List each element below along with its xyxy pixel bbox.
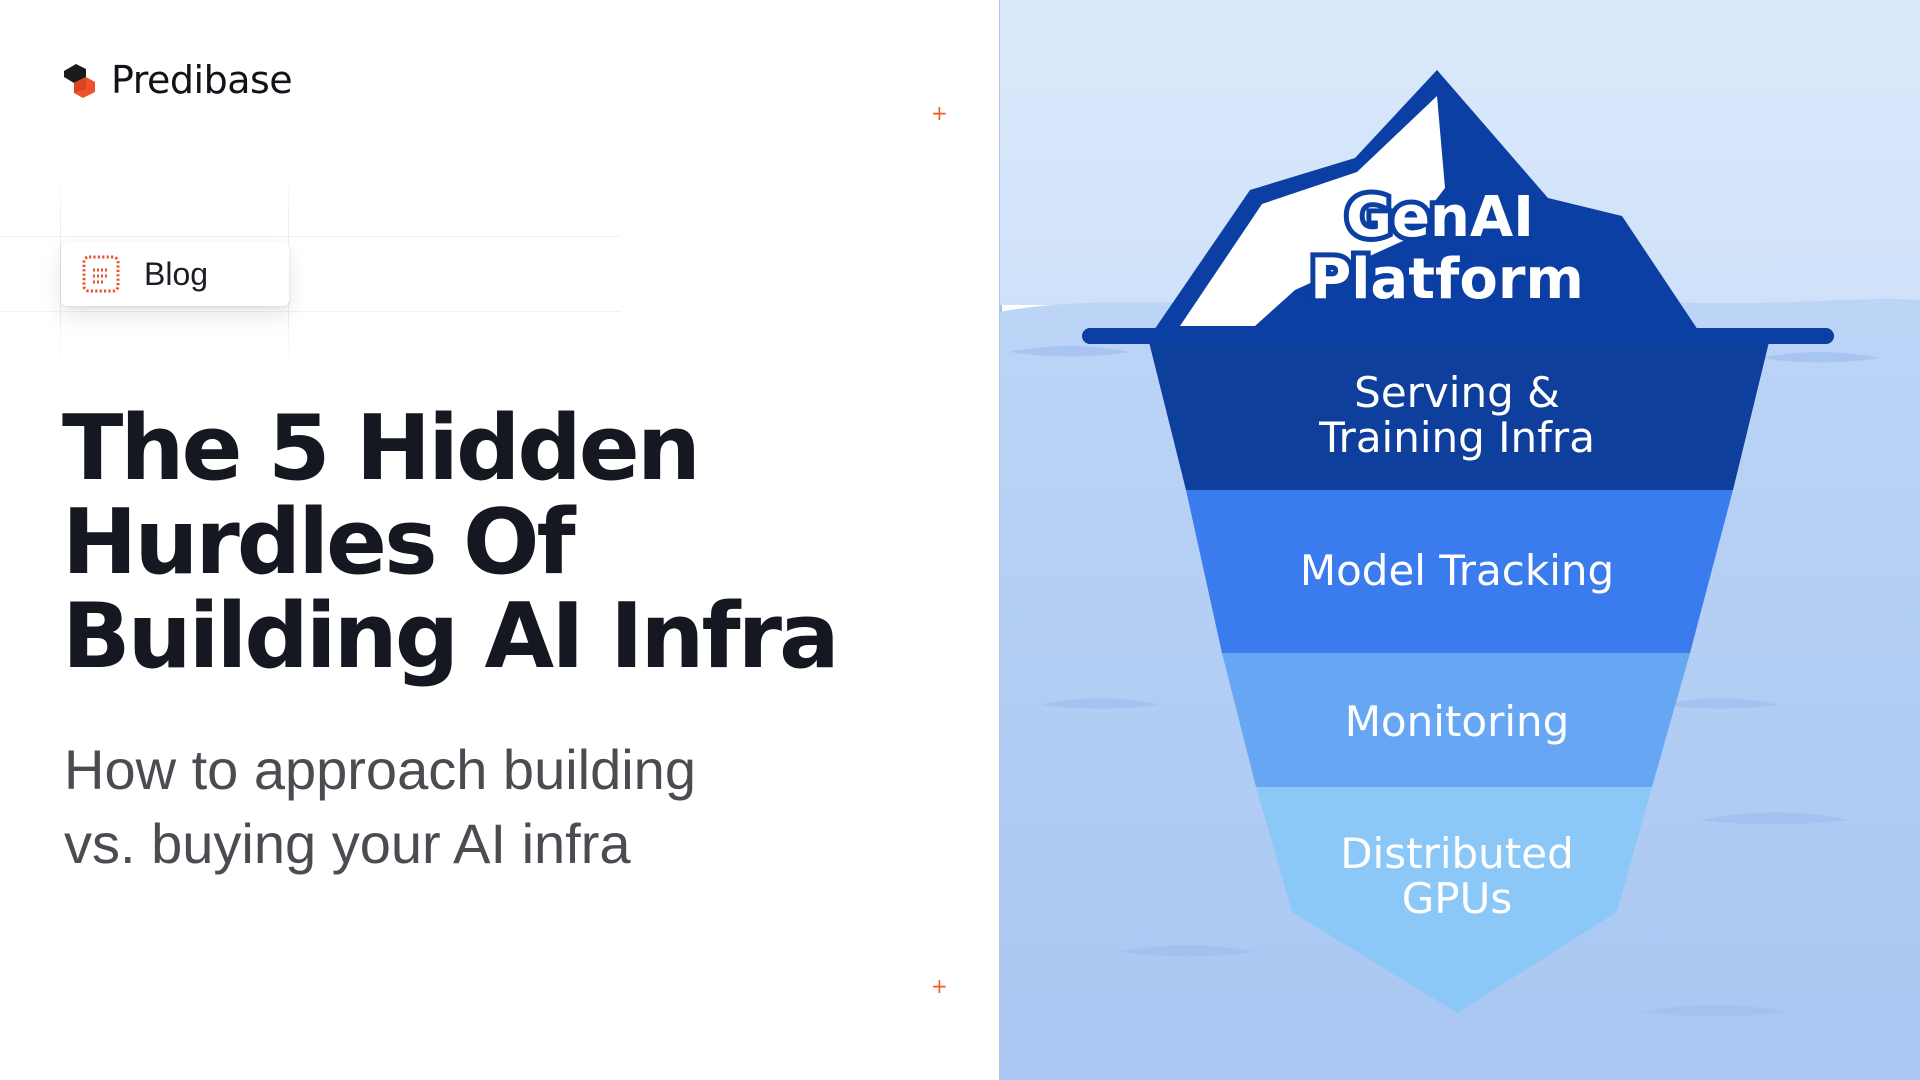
water-waves [1010, 346, 1880, 1017]
headline: The 5 Hidden Hurdles Of Building AI Infr… [62, 402, 922, 684]
layer-3-label: Monitoring [1345, 697, 1570, 746]
brand[interactable]: Predibase [60, 58, 293, 102]
wave [1760, 352, 1880, 363]
subheading: How to approach building vs. buying your… [64, 733, 924, 881]
tip-title: GenAI Platform [1305, 180, 1589, 317]
tip-title-line: GenAI [1346, 185, 1534, 250]
wave [1120, 945, 1255, 957]
headline-line: Building AI Infra [62, 584, 840, 689]
layer-1-label: Training Infra [1318, 413, 1595, 462]
headline-line: Hurdles Of [62, 490, 576, 595]
category-tag[interactable]: Blog [61, 242, 289, 306]
content-panel: Predibase + + Blog The 5 Hidden Hurdles … [0, 58, 948, 998]
plus-marker-top: + [931, 101, 948, 125]
wave [1700, 812, 1850, 825]
tag-label: Blog [144, 256, 209, 292]
wave [1010, 346, 1130, 357]
predibase-logo-icon [64, 64, 95, 98]
iceberg-layer-4 [1256, 787, 1652, 1013]
brand-name: Predibase [111, 58, 293, 102]
layer-2-label: Model Tracking [1300, 546, 1614, 595]
layer-4-label: GPUs [1402, 874, 1513, 923]
iceberg-layer-2 [1186, 490, 1733, 653]
layer-1-label: Serving & [1354, 368, 1560, 417]
plus-marker-bottom: + [931, 974, 948, 998]
wave [1040, 698, 1160, 709]
waterline-bar [1082, 328, 1834, 344]
wave [1660, 698, 1780, 709]
subheading-line: vs. buying your AI infra [64, 812, 631, 875]
illustration-panel: GenAI Platform Serving & Training Infra … [1000, 0, 1920, 1080]
layer-4-label: Distributed [1340, 829, 1574, 878]
guide-line-left [60, 170, 61, 370]
iceberg-layer-1 [1148, 338, 1770, 490]
blog-icon [82, 255, 120, 293]
layer-labels: Serving & Training Infra Model Tracking … [1300, 368, 1614, 923]
iceberg-illustration: GenAI Platform Serving & Training Infra … [1000, 0, 1920, 1080]
guide-line-bottom [0, 311, 620, 312]
guide-line-top [0, 236, 620, 237]
iceberg-tip-highlight [1180, 96, 1445, 326]
headline-line: The 5 Hidden [62, 396, 701, 501]
iceberg-layer-3 [1222, 653, 1690, 787]
tip-title-line: Platform [1310, 247, 1584, 312]
subheading-line: How to approach building [64, 738, 696, 801]
wave [1640, 1005, 1790, 1017]
